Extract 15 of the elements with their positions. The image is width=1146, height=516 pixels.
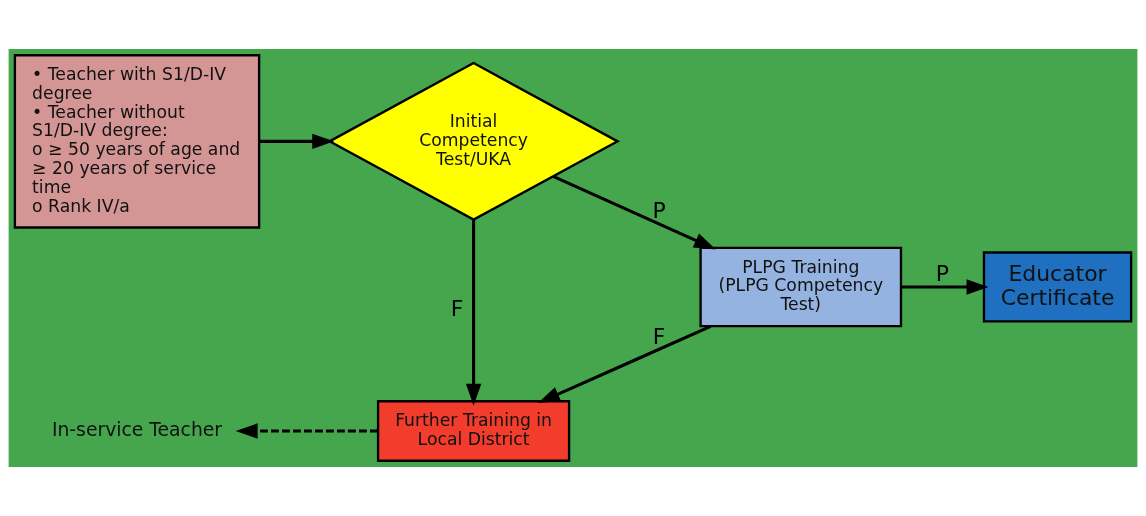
node-box: Further Training in Local District [376,400,571,462]
node-text: In-service Teacher [51,418,223,440]
node-box: • Teacher with S1/D-IV degree • Teacher without S1/D-IV degree: o ≥ 50 years of age and ≥ 20 years of service time o Rank IV/a [13,54,261,229]
edge-label: P [652,198,666,224]
node-box: Educator Certificate [982,251,1133,323]
edge-label: P [935,261,950,287]
arrow [537,324,712,404]
arrow [235,423,378,439]
edge-label: F [450,296,464,322]
arrow [552,175,716,250]
arrow [901,279,989,295]
arrow [259,133,335,150]
edge-label: F [652,323,666,349]
node-box: PLPG Training (PLPG Competency Test) [699,246,903,328]
arrow [465,220,482,406]
